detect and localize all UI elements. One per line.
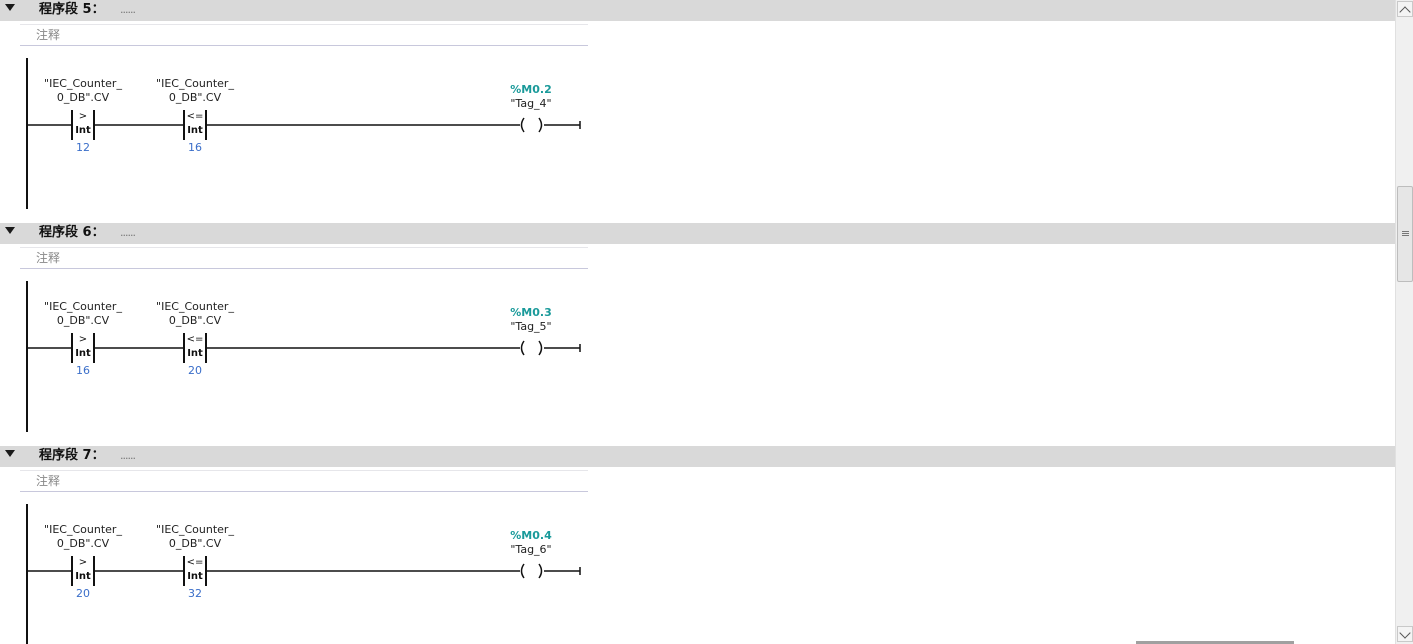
rung-graphics bbox=[26, 281, 581, 432]
compare-type: Int bbox=[75, 348, 91, 359]
network-title: 程序段 6： bbox=[39, 225, 105, 240]
compare-operator: <= bbox=[186, 557, 204, 568]
contact-operand[interactable]: "IEC_Counter_ bbox=[44, 77, 122, 90]
compare-type: Int bbox=[75, 125, 91, 136]
contact-operand[interactable]: 0_DB".CV bbox=[168, 537, 222, 550]
coil-right-paren[interactable] bbox=[538, 340, 543, 356]
compare-operator: <= bbox=[186, 334, 204, 345]
horizontal-scrollbar-thumb[interactable] bbox=[1136, 641, 1294, 644]
ladder-rung: "IEC_Counter_ 0_DB".CV > Int 16 "IEC_Cou… bbox=[20, 281, 600, 436]
coil-left-paren[interactable] bbox=[520, 340, 525, 356]
contact-operand[interactable]: 0_DB".CV bbox=[56, 537, 110, 550]
contact-operand[interactable]: "IEC_Counter_ bbox=[156, 523, 234, 536]
comment-label: 注释 bbox=[36, 251, 61, 265]
network-comment[interactable]: 注释 bbox=[20, 470, 588, 492]
collapse-triangle-icon[interactable] bbox=[5, 227, 15, 234]
coil-left-paren[interactable] bbox=[520, 117, 525, 133]
network-header[interactable]: 程序段 6： ...... bbox=[0, 223, 1395, 244]
network-header[interactable]: 程序段 5： ...... bbox=[0, 0, 1395, 21]
contact-operand[interactable]: "IEC_Counter_ bbox=[156, 77, 234, 90]
rung-graphics bbox=[26, 58, 581, 209]
coil-address[interactable]: %M0.4 bbox=[510, 529, 552, 542]
contact-operand[interactable]: 0_DB".CV bbox=[168, 314, 222, 327]
comment-label: 注释 bbox=[36, 28, 61, 42]
contact-operand[interactable]: "IEC_Counter_ bbox=[44, 523, 122, 536]
compare-operator: > bbox=[78, 334, 88, 345]
collapse-triangle-icon[interactable] bbox=[5, 4, 15, 11]
network-title: 程序段 7： bbox=[39, 448, 105, 463]
coil-left-paren[interactable] bbox=[520, 563, 525, 579]
contact-operand[interactable]: 0_DB".CV bbox=[168, 91, 222, 104]
network-comment[interactable]: 注释 bbox=[20, 247, 588, 269]
compare-constant[interactable]: 20 bbox=[76, 587, 90, 600]
contact-operand[interactable]: "IEC_Counter_ bbox=[44, 300, 122, 313]
grip-lines-icon bbox=[1402, 231, 1409, 232]
grip-line bbox=[1402, 235, 1409, 236]
compare-constant[interactable]: 16 bbox=[76, 364, 90, 377]
compare-type: Int bbox=[75, 571, 91, 582]
compare-operator: > bbox=[78, 111, 88, 122]
ladder-rung: "IEC_Counter_ 0_DB".CV > Int 12 "IEC_Cou… bbox=[20, 58, 600, 213]
contact-operand[interactable]: "IEC_Counter_ bbox=[156, 300, 234, 313]
compare-type: Int bbox=[187, 571, 203, 582]
rung-graphics bbox=[26, 504, 581, 644]
network-header[interactable]: 程序段 7： ...... bbox=[0, 446, 1395, 467]
network-title-placeholder[interactable]: ...... bbox=[120, 449, 136, 462]
compare-operator: > bbox=[78, 557, 88, 568]
network-title-placeholder[interactable]: ...... bbox=[120, 3, 136, 16]
collapse-triangle-icon[interactable] bbox=[5, 450, 15, 457]
chevron-down-icon[interactable] bbox=[1397, 626, 1413, 642]
coil-right-paren[interactable] bbox=[538, 117, 543, 133]
network-title-placeholder[interactable]: ...... bbox=[120, 226, 136, 239]
network-title: 程序段 5： bbox=[39, 2, 105, 17]
network-comment[interactable]: 注释 bbox=[20, 24, 588, 46]
compare-type: Int bbox=[187, 125, 203, 136]
scrollbar-thumb[interactable] bbox=[1397, 186, 1413, 282]
coil-right-paren[interactable] bbox=[538, 563, 543, 579]
comment-label: 注释 bbox=[36, 474, 61, 488]
contact-operand[interactable]: 0_DB".CV bbox=[56, 314, 110, 327]
compare-constant[interactable]: 12 bbox=[76, 141, 90, 154]
compare-type: Int bbox=[187, 348, 203, 359]
coil-address[interactable]: %M0.2 bbox=[510, 83, 552, 96]
coil-tag[interactable]: "Tag_4" bbox=[510, 97, 552, 110]
compare-constant[interactable]: 16 bbox=[188, 141, 202, 154]
compare-constant[interactable]: 20 bbox=[188, 364, 202, 377]
grip-line bbox=[1402, 233, 1409, 234]
compare-constant[interactable]: 32 bbox=[188, 587, 202, 600]
coil-tag[interactable]: "Tag_5" bbox=[510, 320, 552, 333]
contact-operand[interactable]: 0_DB".CV bbox=[56, 91, 110, 104]
chevron-up-icon[interactable] bbox=[1397, 1, 1413, 18]
coil-address[interactable]: %M0.3 bbox=[510, 306, 552, 319]
vertical-scrollbar[interactable] bbox=[1395, 0, 1413, 644]
compare-operator: <= bbox=[186, 111, 204, 122]
ladder-rung: "IEC_Counter_ 0_DB".CV > Int 20 "IEC_Cou… bbox=[20, 504, 600, 644]
coil-tag[interactable]: "Tag_6" bbox=[510, 543, 552, 556]
